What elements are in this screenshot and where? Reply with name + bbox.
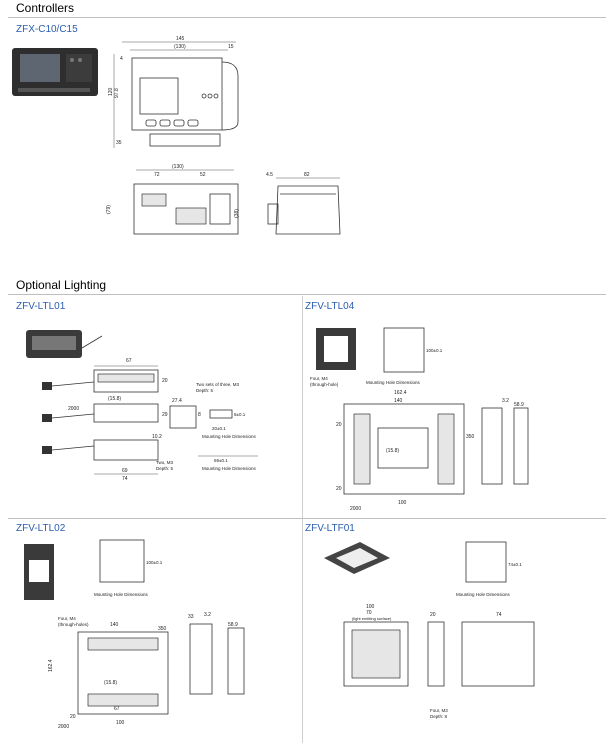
ltl02-d140: 140 bbox=[110, 622, 119, 628]
model-label-ltl01: ZFV-LTL01 bbox=[16, 301, 66, 312]
ltf01-sq: 74±0.1 bbox=[508, 562, 522, 567]
controller-photo bbox=[12, 48, 98, 96]
ltl01-w67: 67 bbox=[126, 358, 132, 364]
ltl02-d33: 33 bbox=[188, 614, 194, 620]
dim-front72: 72 bbox=[154, 172, 160, 178]
ltl01-hole1: 6±0.1 bbox=[234, 412, 246, 417]
ltl02-drawing: 100±0.1 Mounting Hole Dimensions Four, M… bbox=[24, 539, 245, 730]
section-title-controllers: Controllers bbox=[16, 1, 75, 15]
dim-height: 120 bbox=[108, 87, 114, 96]
dim-inner: (130) bbox=[174, 44, 186, 50]
ltl02-mount-label: Mounting Hole Dimensions bbox=[94, 592, 149, 597]
ltl04-d1624: 162.4 bbox=[394, 390, 407, 396]
ltl02-d58: 58.9 bbox=[228, 622, 238, 628]
ltl04-cable: 2000 bbox=[350, 506, 361, 512]
ltf01-drawing: 74±0.1 Mounting Hole Dimensions 100 70 (… bbox=[324, 541, 535, 719]
dim-h4: 4 bbox=[120, 56, 123, 62]
section-title-optional-lighting: Optional Lighting bbox=[16, 278, 107, 292]
dim-front52: 52 bbox=[200, 172, 206, 178]
ltl01-pitch: (15.8) bbox=[108, 396, 121, 402]
ltl02-d20: 20 bbox=[70, 714, 76, 720]
ltl04-d350: 350 bbox=[466, 434, 475, 440]
ltl01-hole3: 69±0.1 bbox=[214, 458, 228, 463]
ltl01-drawing: 67 (15.8) 20 Two sets of three, M3 Depth… bbox=[26, 330, 258, 482]
ltl04-mount-label: Mounting Hole Dimensions bbox=[366, 380, 421, 385]
ltl04-d100: 100 bbox=[398, 500, 407, 506]
ltl01-hole2: 20±0.1 bbox=[212, 426, 226, 431]
ltl02-d350: 350 bbox=[158, 626, 167, 632]
model-label-ltf01: ZFV-LTF01 bbox=[305, 523, 355, 534]
dim-front130: (130) bbox=[172, 164, 184, 170]
ltl01-h29: 29 bbox=[162, 412, 168, 418]
ltf01-mount-label: Mounting Hole Dimensions bbox=[456, 592, 511, 597]
dim-side82: 82 bbox=[304, 172, 310, 178]
ltl01-depth5a: Depth: 5 bbox=[196, 388, 214, 393]
ltl01-w74: 74 bbox=[122, 476, 128, 482]
dim-side45: 4.5 bbox=[266, 172, 273, 178]
ltl01-h102: 10.2 bbox=[152, 434, 162, 440]
ltf01-d100: 100 bbox=[366, 604, 375, 610]
ltf01-d74: 74 bbox=[496, 612, 502, 618]
ltl02-cable: 2000 bbox=[58, 724, 69, 730]
ltl01-depth5b: Depth: 5 bbox=[156, 466, 174, 471]
model-label-ltl04: ZFV-LTL04 bbox=[305, 301, 355, 312]
ltf01-depth: Depth: 8 bbox=[430, 714, 448, 719]
ltl02-d1624: 162.4 bbox=[48, 659, 54, 672]
ltl01-m3b: Two, M3 bbox=[156, 460, 174, 465]
ltl01-h20: 20 bbox=[162, 378, 168, 384]
ltl01-d274: 27.4 bbox=[172, 398, 182, 404]
ltl02-sq: 100±0.1 bbox=[146, 560, 163, 565]
ltl02-d100: 100 bbox=[116, 720, 125, 726]
ltl01-w69: 69 bbox=[122, 468, 128, 474]
row-divider bbox=[8, 518, 606, 519]
model-label-ltl02: ZFV-LTL02 bbox=[16, 523, 66, 534]
controller-front-drawing: 145 (130) 15 120 97.8 4 35 bbox=[108, 36, 239, 148]
ltf01-m3: Four, M3 bbox=[430, 708, 448, 713]
ltl04-d140: 140 bbox=[394, 398, 403, 404]
ltl04-pitch: (15.8) bbox=[386, 448, 399, 454]
ltf01-light-surface: (light emitting surface) bbox=[352, 616, 392, 621]
ltf01-d20: 20 bbox=[430, 612, 436, 618]
controller-bottom-drawings: (130) 72 52 (79) (38) 4.5 82 bbox=[106, 164, 341, 235]
ltl01-m3a: Two sets of three, M3 bbox=[196, 382, 240, 387]
ltf01-d70: 70 bbox=[366, 610, 372, 616]
ltl04-through: (through-hole) bbox=[310, 382, 339, 387]
section-rule bbox=[8, 294, 606, 295]
dim-h79: (79) bbox=[106, 205, 112, 214]
ltl01-mount-label-1: Mounting Hole Dimensions bbox=[202, 434, 257, 439]
ltl02-m4: Four, M4 bbox=[58, 616, 76, 621]
column-divider bbox=[302, 296, 303, 743]
ltl02-d32: 3.2 bbox=[204, 612, 211, 618]
dim-h38: (38) bbox=[234, 209, 240, 218]
ltl04-d32: 3.2 bbox=[502, 398, 509, 404]
ltl02-pitch: (15.8) bbox=[104, 680, 117, 686]
model-label-controller: ZFX-C10/C15 bbox=[16, 24, 78, 35]
ltl01-mount-label-2: Mounting Hole Dimensions bbox=[202, 466, 257, 471]
ltl01-cable: 2000 bbox=[68, 406, 79, 412]
ltl01-h8: 8 bbox=[198, 412, 201, 418]
ltl04-drawing: 100±0.1 Mounting Hole Dimensions Four, M… bbox=[310, 327, 529, 512]
ltl04-d20b: 20 bbox=[336, 486, 342, 492]
ltl04-sq: 100±0.1 bbox=[426, 348, 443, 353]
dim-h97: 97.8 bbox=[114, 88, 120, 98]
dim-width: 145 bbox=[176, 36, 185, 42]
ltl04-m4: Four, M4 bbox=[310, 376, 328, 381]
dim-h35: 35 bbox=[116, 140, 122, 146]
ltl04-d58: 58.9 bbox=[514, 402, 524, 408]
ltl02-through: (through-holes) bbox=[58, 622, 89, 627]
ltl02-d67: 67 bbox=[114, 706, 120, 712]
section-rule bbox=[8, 17, 606, 18]
ltl04-d20a: 20 bbox=[336, 422, 342, 428]
dim-side15: 15 bbox=[228, 44, 234, 50]
